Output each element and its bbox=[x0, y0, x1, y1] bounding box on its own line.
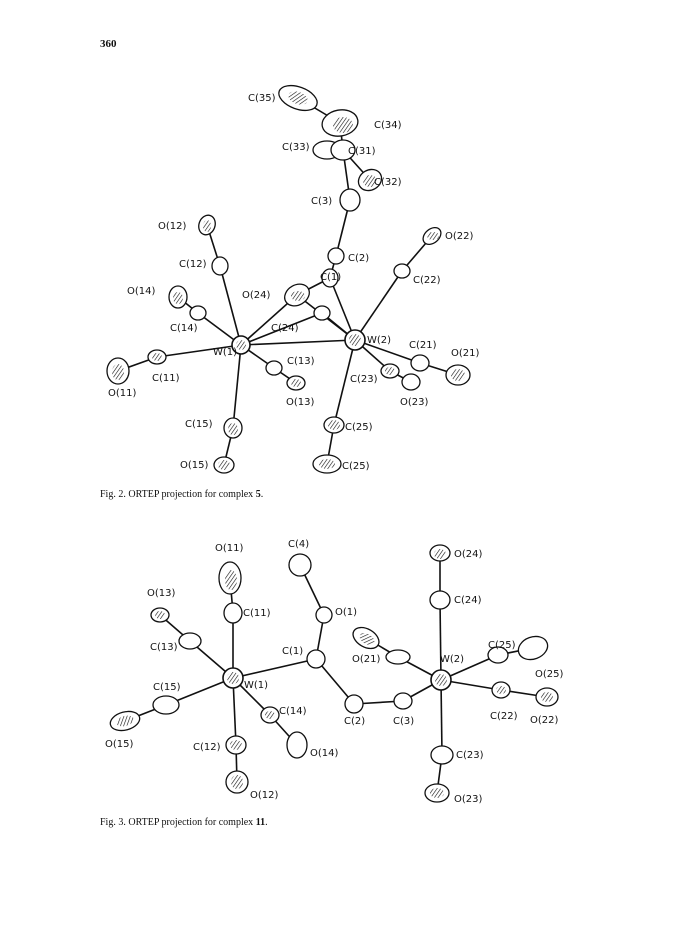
atom-label: C(3) bbox=[311, 196, 332, 207]
atom-label: O(11) bbox=[215, 543, 243, 554]
page-number: 360 bbox=[100, 38, 117, 50]
atom-label: C(14) bbox=[279, 706, 307, 717]
atom-label: C(12) bbox=[179, 259, 207, 270]
atom-label: C(25) bbox=[345, 422, 373, 433]
atom-label: W(1) bbox=[213, 347, 237, 358]
atom-label: O(21) bbox=[451, 348, 479, 359]
atom-label: C(22) bbox=[490, 711, 518, 722]
atom-label: C(15) bbox=[153, 682, 181, 693]
caption-complex: 5 bbox=[255, 489, 261, 500]
atom-label: O(25) bbox=[535, 669, 563, 680]
atom-label: O(24) bbox=[242, 290, 270, 301]
atom-label: O(15) bbox=[180, 460, 208, 471]
atom-label: C(11) bbox=[243, 608, 271, 619]
atom-label: O(14) bbox=[127, 286, 155, 297]
atom-label: W(2) bbox=[440, 654, 464, 665]
caption-end: . bbox=[265, 817, 268, 828]
atom-label: C(32) bbox=[374, 177, 402, 188]
atom-label: O(12) bbox=[158, 221, 186, 232]
atom-label: O(13) bbox=[147, 588, 175, 599]
atom-label: O(23) bbox=[400, 397, 428, 408]
caption-label: Fig. 3. bbox=[100, 817, 126, 828]
atom-label: C(12) bbox=[193, 742, 221, 753]
atom-label: O(12) bbox=[250, 790, 278, 801]
caption-complex: 11 bbox=[255, 817, 266, 828]
atom-label: C(23) bbox=[350, 374, 378, 385]
atom-label: O(22) bbox=[445, 231, 473, 242]
atom-label: C(13) bbox=[287, 356, 315, 367]
figure-2-structure: C(35) C(34) C(33) C(31) C(32) C(3) O(12)… bbox=[106, 84, 479, 474]
atom-label: O(14) bbox=[310, 748, 338, 759]
atom-label: C(4) bbox=[288, 539, 309, 550]
atom-label: C(22) bbox=[413, 275, 441, 286]
atom-label: O(1) bbox=[335, 607, 357, 618]
atom-label: O(24) bbox=[454, 549, 482, 560]
atom-label: C(3) bbox=[393, 716, 414, 727]
atom-label: C(13) bbox=[150, 642, 178, 653]
atom-label: C(34) bbox=[374, 120, 402, 131]
atom-label: W(2) bbox=[367, 335, 391, 346]
atom-label: C(23) bbox=[456, 750, 484, 761]
caption-end: . bbox=[260, 489, 264, 500]
figure-3-structure: O(11) C(4) O(24) O(13) C(11) O(1) C(24) … bbox=[105, 539, 563, 805]
atom-label: C(24) bbox=[454, 595, 482, 606]
atom-label: O(21) bbox=[352, 654, 380, 665]
atom-label: C(1) bbox=[320, 272, 341, 283]
atom-label: C(14) bbox=[170, 323, 198, 334]
atom-label: C(33) bbox=[282, 142, 310, 153]
atom-label: C(2) bbox=[344, 716, 365, 727]
caption-text: ORTEP projection for complex bbox=[128, 489, 254, 500]
atom-label: C(24) bbox=[271, 323, 299, 334]
atom-label: C(25) bbox=[488, 640, 516, 651]
atom-label: C(2) bbox=[348, 253, 369, 264]
atom-label: C(35) bbox=[248, 93, 276, 104]
atom-label: O(22) bbox=[530, 715, 558, 726]
atom-label: W(1) bbox=[244, 680, 268, 691]
figure-3-caption: Fig. 3. ORTEP projection for complex 11. bbox=[100, 817, 268, 828]
caption-text: ORTEP projection for complex bbox=[128, 817, 254, 828]
atom-label: O(15) bbox=[105, 739, 133, 750]
caption-label: Fig. 2. bbox=[100, 489, 126, 500]
atom-label: O(13) bbox=[286, 397, 314, 408]
atom-label: C(25) bbox=[342, 461, 370, 472]
figure-2-caption: Fig. 2. ORTEP projection for complex 5. bbox=[100, 489, 263, 500]
atom-label: O(11) bbox=[108, 388, 136, 399]
atom-label: C(15) bbox=[185, 419, 213, 430]
atom-label: O(23) bbox=[454, 794, 482, 805]
atom-label: C(21) bbox=[409, 340, 437, 351]
atom-label: C(11) bbox=[152, 373, 180, 384]
atom-label: C(1) bbox=[282, 646, 303, 657]
atom-label: C(31) bbox=[348, 146, 376, 157]
